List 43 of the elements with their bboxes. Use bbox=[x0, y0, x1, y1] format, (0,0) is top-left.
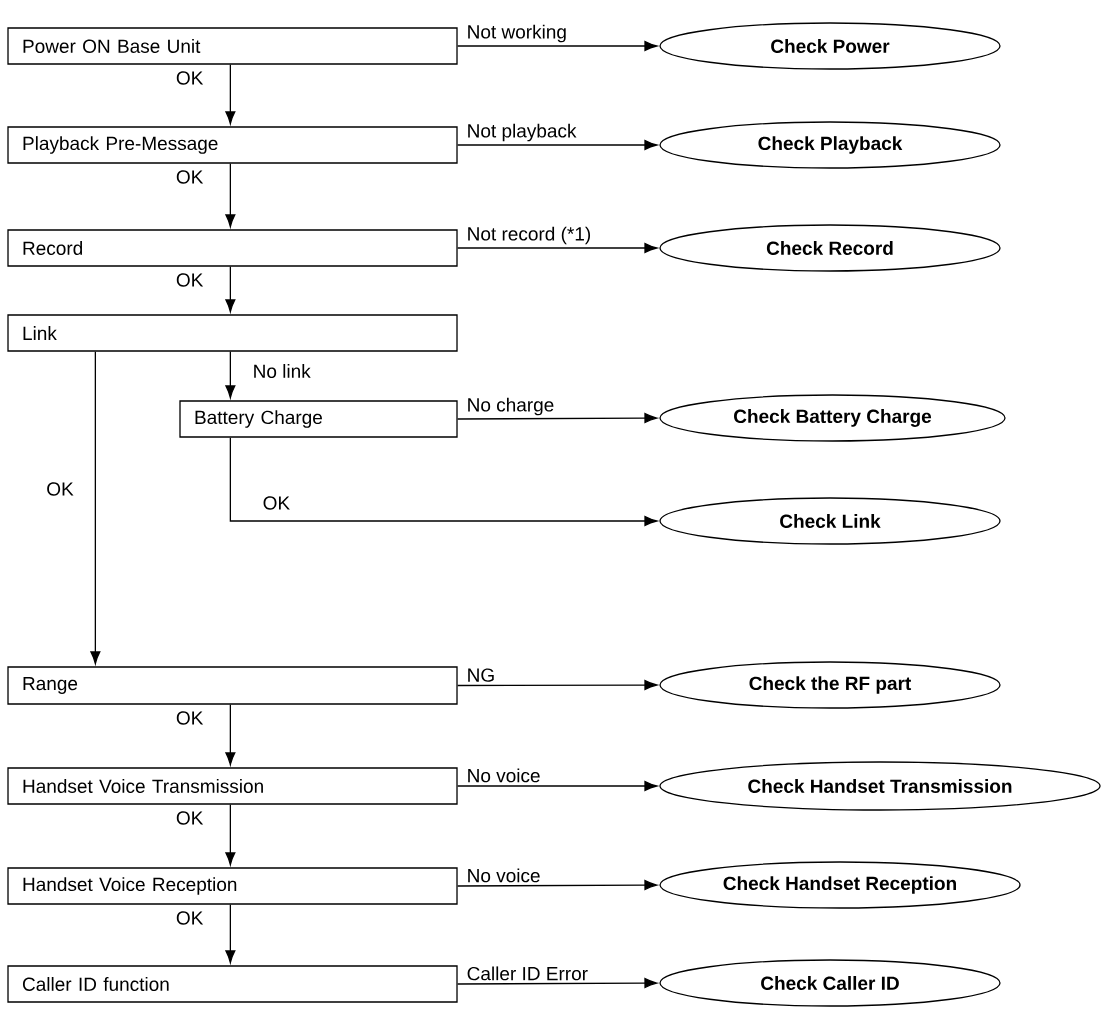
edge-label: No voice bbox=[465, 867, 542, 884]
arrow bbox=[457, 242, 658, 254]
edge-label: OK bbox=[174, 169, 205, 185]
process-box: Battery Charge bbox=[179, 400, 458, 438]
edge-label: No charge bbox=[465, 396, 556, 417]
process-box: Handset Voice Transmission bbox=[7, 767, 458, 805]
process-box: Range bbox=[7, 666, 458, 705]
edge-label: OK bbox=[45, 481, 75, 497]
edge-label: OK bbox=[174, 70, 205, 86]
arrow bbox=[229, 437, 658, 527]
edge-label: OK bbox=[174, 272, 205, 288]
arrow bbox=[457, 978, 658, 989]
arrow bbox=[225, 351, 236, 399]
arrow bbox=[90, 351, 101, 665]
arrow bbox=[225, 804, 236, 866]
edge-label: Not record (*1) bbox=[465, 225, 593, 246]
arrow bbox=[457, 680, 658, 691]
edge-label: OK bbox=[174, 810, 205, 826]
edge-label: OK bbox=[174, 710, 205, 726]
arrow bbox=[457, 780, 658, 792]
edge-label: Caller ID Error bbox=[465, 965, 590, 982]
edge-label: No voice bbox=[465, 767, 542, 784]
arrow bbox=[225, 266, 236, 313]
arrow bbox=[225, 64, 236, 125]
edge-label: Not playback bbox=[465, 122, 578, 143]
arrow bbox=[225, 163, 236, 228]
edge-label: OK bbox=[174, 910, 205, 926]
process-box: Playback Pre-Message bbox=[7, 126, 458, 164]
arrow bbox=[457, 413, 658, 424]
edge-label: No link bbox=[251, 363, 312, 379]
arrow bbox=[225, 904, 236, 964]
arrow bbox=[457, 139, 658, 151]
process-box: Power ON Base Unit bbox=[7, 27, 458, 65]
process-box: Record bbox=[7, 229, 458, 267]
arrow bbox=[225, 704, 236, 766]
process-box: Link bbox=[7, 314, 458, 352]
process-box: Handset Voice Reception bbox=[7, 867, 458, 905]
edge-label: NG bbox=[465, 667, 497, 683]
process-box: Caller ID function bbox=[7, 965, 458, 1003]
edge-label: Not working bbox=[465, 23, 568, 44]
arrow bbox=[457, 40, 658, 52]
edge-label: OK bbox=[261, 495, 292, 511]
arrow bbox=[457, 880, 658, 891]
